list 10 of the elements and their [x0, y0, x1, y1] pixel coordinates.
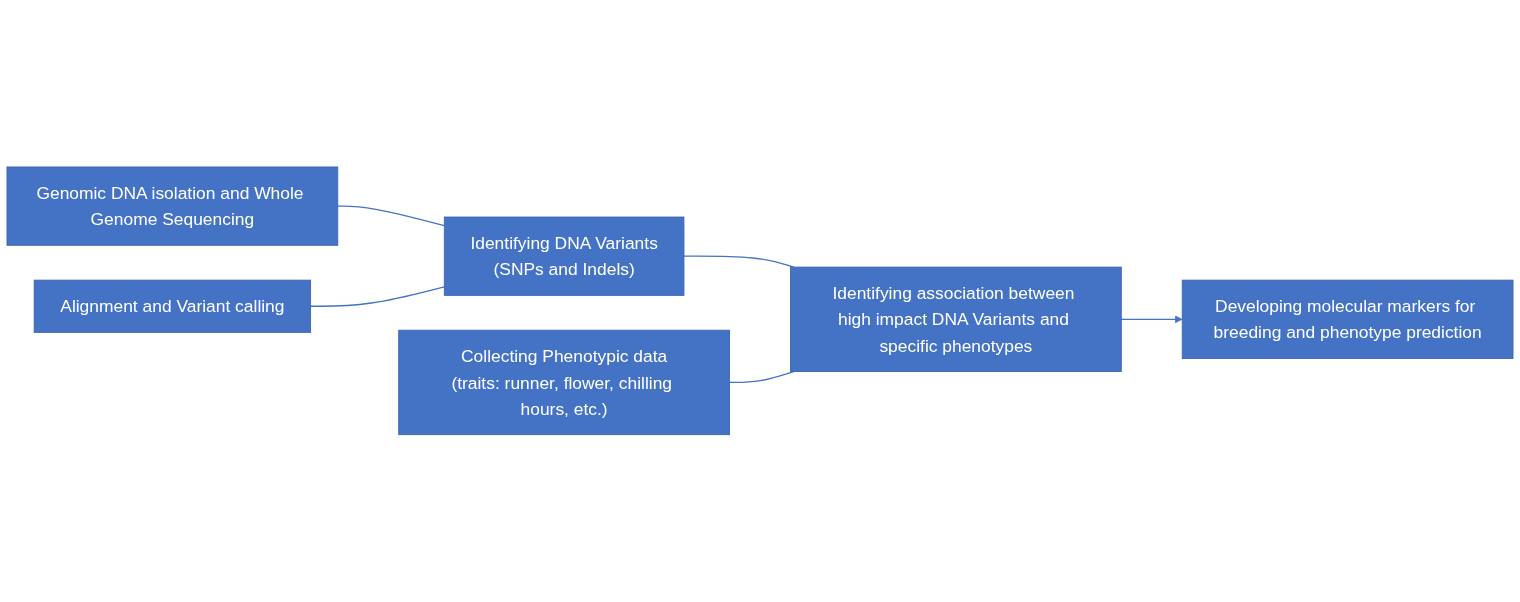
node-box: Genomic DNA isolation and Whole Genome Sequencing [6, 166, 339, 246]
connector [309, 286, 445, 308]
node-box: Identifying association between high impact DNA Variants and specific phenotypes [790, 266, 1122, 373]
connector [337, 205, 445, 227]
node-box: Collecting Phenotypic data (traits: runner, flower, chilling hours, etc.) [398, 329, 730, 436]
node-box: Identifying DNA Variants (SNPs and Indels) [443, 216, 685, 296]
connector [728, 371, 795, 384]
node-box: Developing molecular markers for breeding and phenotype prediction [1181, 279, 1514, 360]
node-box: Alignment and Variant calling [33, 279, 312, 333]
arrow [1120, 315, 1183, 324]
